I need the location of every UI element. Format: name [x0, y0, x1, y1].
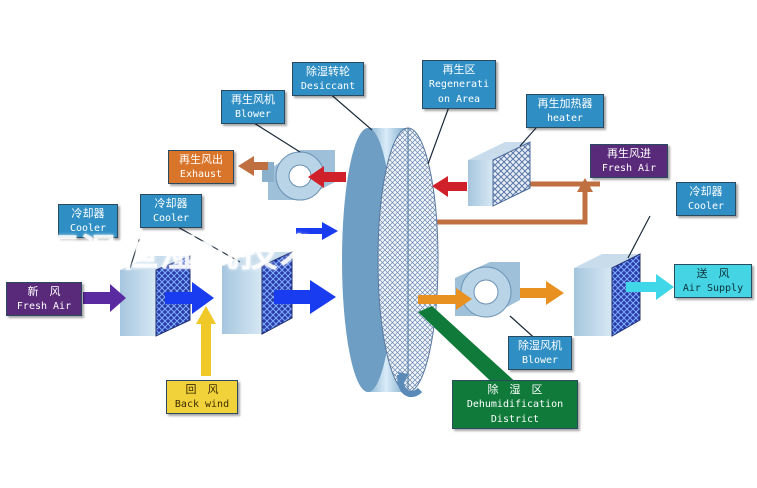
label-regen-fresh-zh: 再生风进	[607, 147, 651, 160]
label-cooler-1: 冷却器 Cooler	[58, 204, 118, 238]
label-air-supply-zh: 送 风	[696, 267, 730, 280]
label-regen-fresh-air: 再生风进 Fresh Air	[590, 144, 668, 178]
label-exhaust-en: Exhaust	[179, 169, 223, 180]
label-cooler-3-zh: 冷却器	[689, 185, 723, 198]
label-regeneration-zh: 再生区	[442, 63, 476, 76]
label-regen-fresh-en: Fresh Air	[601, 163, 657, 174]
process-arrow-1	[165, 292, 195, 304]
label-regen-blower: 再生风机 Blower	[221, 90, 285, 124]
dehum-arrow-2	[520, 288, 550, 298]
dehum-district-pointer	[418, 306, 520, 392]
process-arrow-3	[296, 228, 326, 234]
label-cooler-1-en: Cooler	[69, 223, 107, 234]
label-regen-blower-zh: 再生风机	[231, 93, 275, 106]
label-dehum-district-en2: District	[490, 414, 540, 425]
regen-return-duct	[430, 188, 588, 225]
regen-exit-arrow	[320, 172, 346, 182]
label-fresh-air-zh: 新 风	[27, 285, 61, 298]
label-back-wind-zh: 回 风	[185, 383, 219, 396]
label-fresh-air-en: Fresh Air	[16, 301, 72, 312]
label-dehum-blower-zh: 除湿风机	[518, 339, 562, 352]
label-regeneration-area: 再生区 Regenerati on Area	[422, 60, 496, 109]
label-heater-zh: 再生加热器	[537, 97, 593, 110]
label-cooler-2-zh: 冷却器	[154, 197, 188, 210]
regen-blower-fan-icon	[262, 150, 335, 201]
label-back-wind: 回 风 Back wind	[166, 380, 238, 414]
watermark-text: 恒温恒湿机技术	[40, 231, 321, 272]
dehum-blower-fan-icon	[455, 262, 520, 318]
process-arrow-2	[274, 290, 314, 304]
desiccant-wheel-icon	[342, 127, 439, 398]
label-dehum-district-en1: Dehumidification	[466, 399, 564, 410]
label-dehum-district-zh: 除 湿 区	[487, 383, 543, 396]
back-wind-arrow	[201, 320, 211, 376]
label-regen-blower-en: Blower	[234, 109, 272, 120]
cooler-coil-icon-3	[574, 253, 641, 337]
label-dehum-blower: 除湿风机 Blower	[508, 336, 572, 370]
label-dehum-district: 除 湿 区 Dehumidification District	[452, 380, 578, 429]
label-back-wind-en: Back wind	[174, 399, 230, 410]
exhaust-arrow	[250, 162, 268, 170]
label-heater-en: heater	[546, 113, 584, 124]
heater-coil-icon	[468, 141, 531, 207]
label-desiccant: 除湿转轮 Desiccant	[292, 62, 364, 96]
label-cooler-2: 冷却器 Cooler	[140, 194, 202, 228]
label-fresh-air: 新 风 Fresh Air	[6, 282, 82, 316]
dehum-arrow-1	[418, 295, 460, 304]
label-regeneration-en2: on Area	[437, 94, 481, 105]
regen-heated-arrow	[445, 182, 467, 191]
label-air-supply: 送 风 Air Supply	[674, 264, 752, 298]
label-heater: 再生加热器 heater	[526, 94, 604, 128]
label-desiccant-en: Desiccant	[300, 81, 356, 92]
fresh-air-arrow	[83, 292, 113, 304]
air-supply-arrow	[626, 282, 660, 292]
label-cooler-3-en: Cooler	[687, 201, 725, 212]
label-regeneration-en1: Regenerati	[428, 79, 490, 90]
label-desiccant-zh: 除湿转轮	[306, 65, 350, 78]
label-exhaust: 再生风出 Exhaust	[168, 150, 234, 184]
label-cooler-2-en: Cooler	[152, 213, 190, 224]
label-cooler-1-zh: 冷却器	[71, 207, 105, 220]
label-dehum-blower-en: Blower	[521, 355, 559, 366]
label-exhaust-zh: 再生风出	[179, 153, 223, 166]
label-cooler-3: 冷却器 Cooler	[676, 182, 736, 216]
label-air-supply-en: Air Supply	[682, 283, 744, 294]
